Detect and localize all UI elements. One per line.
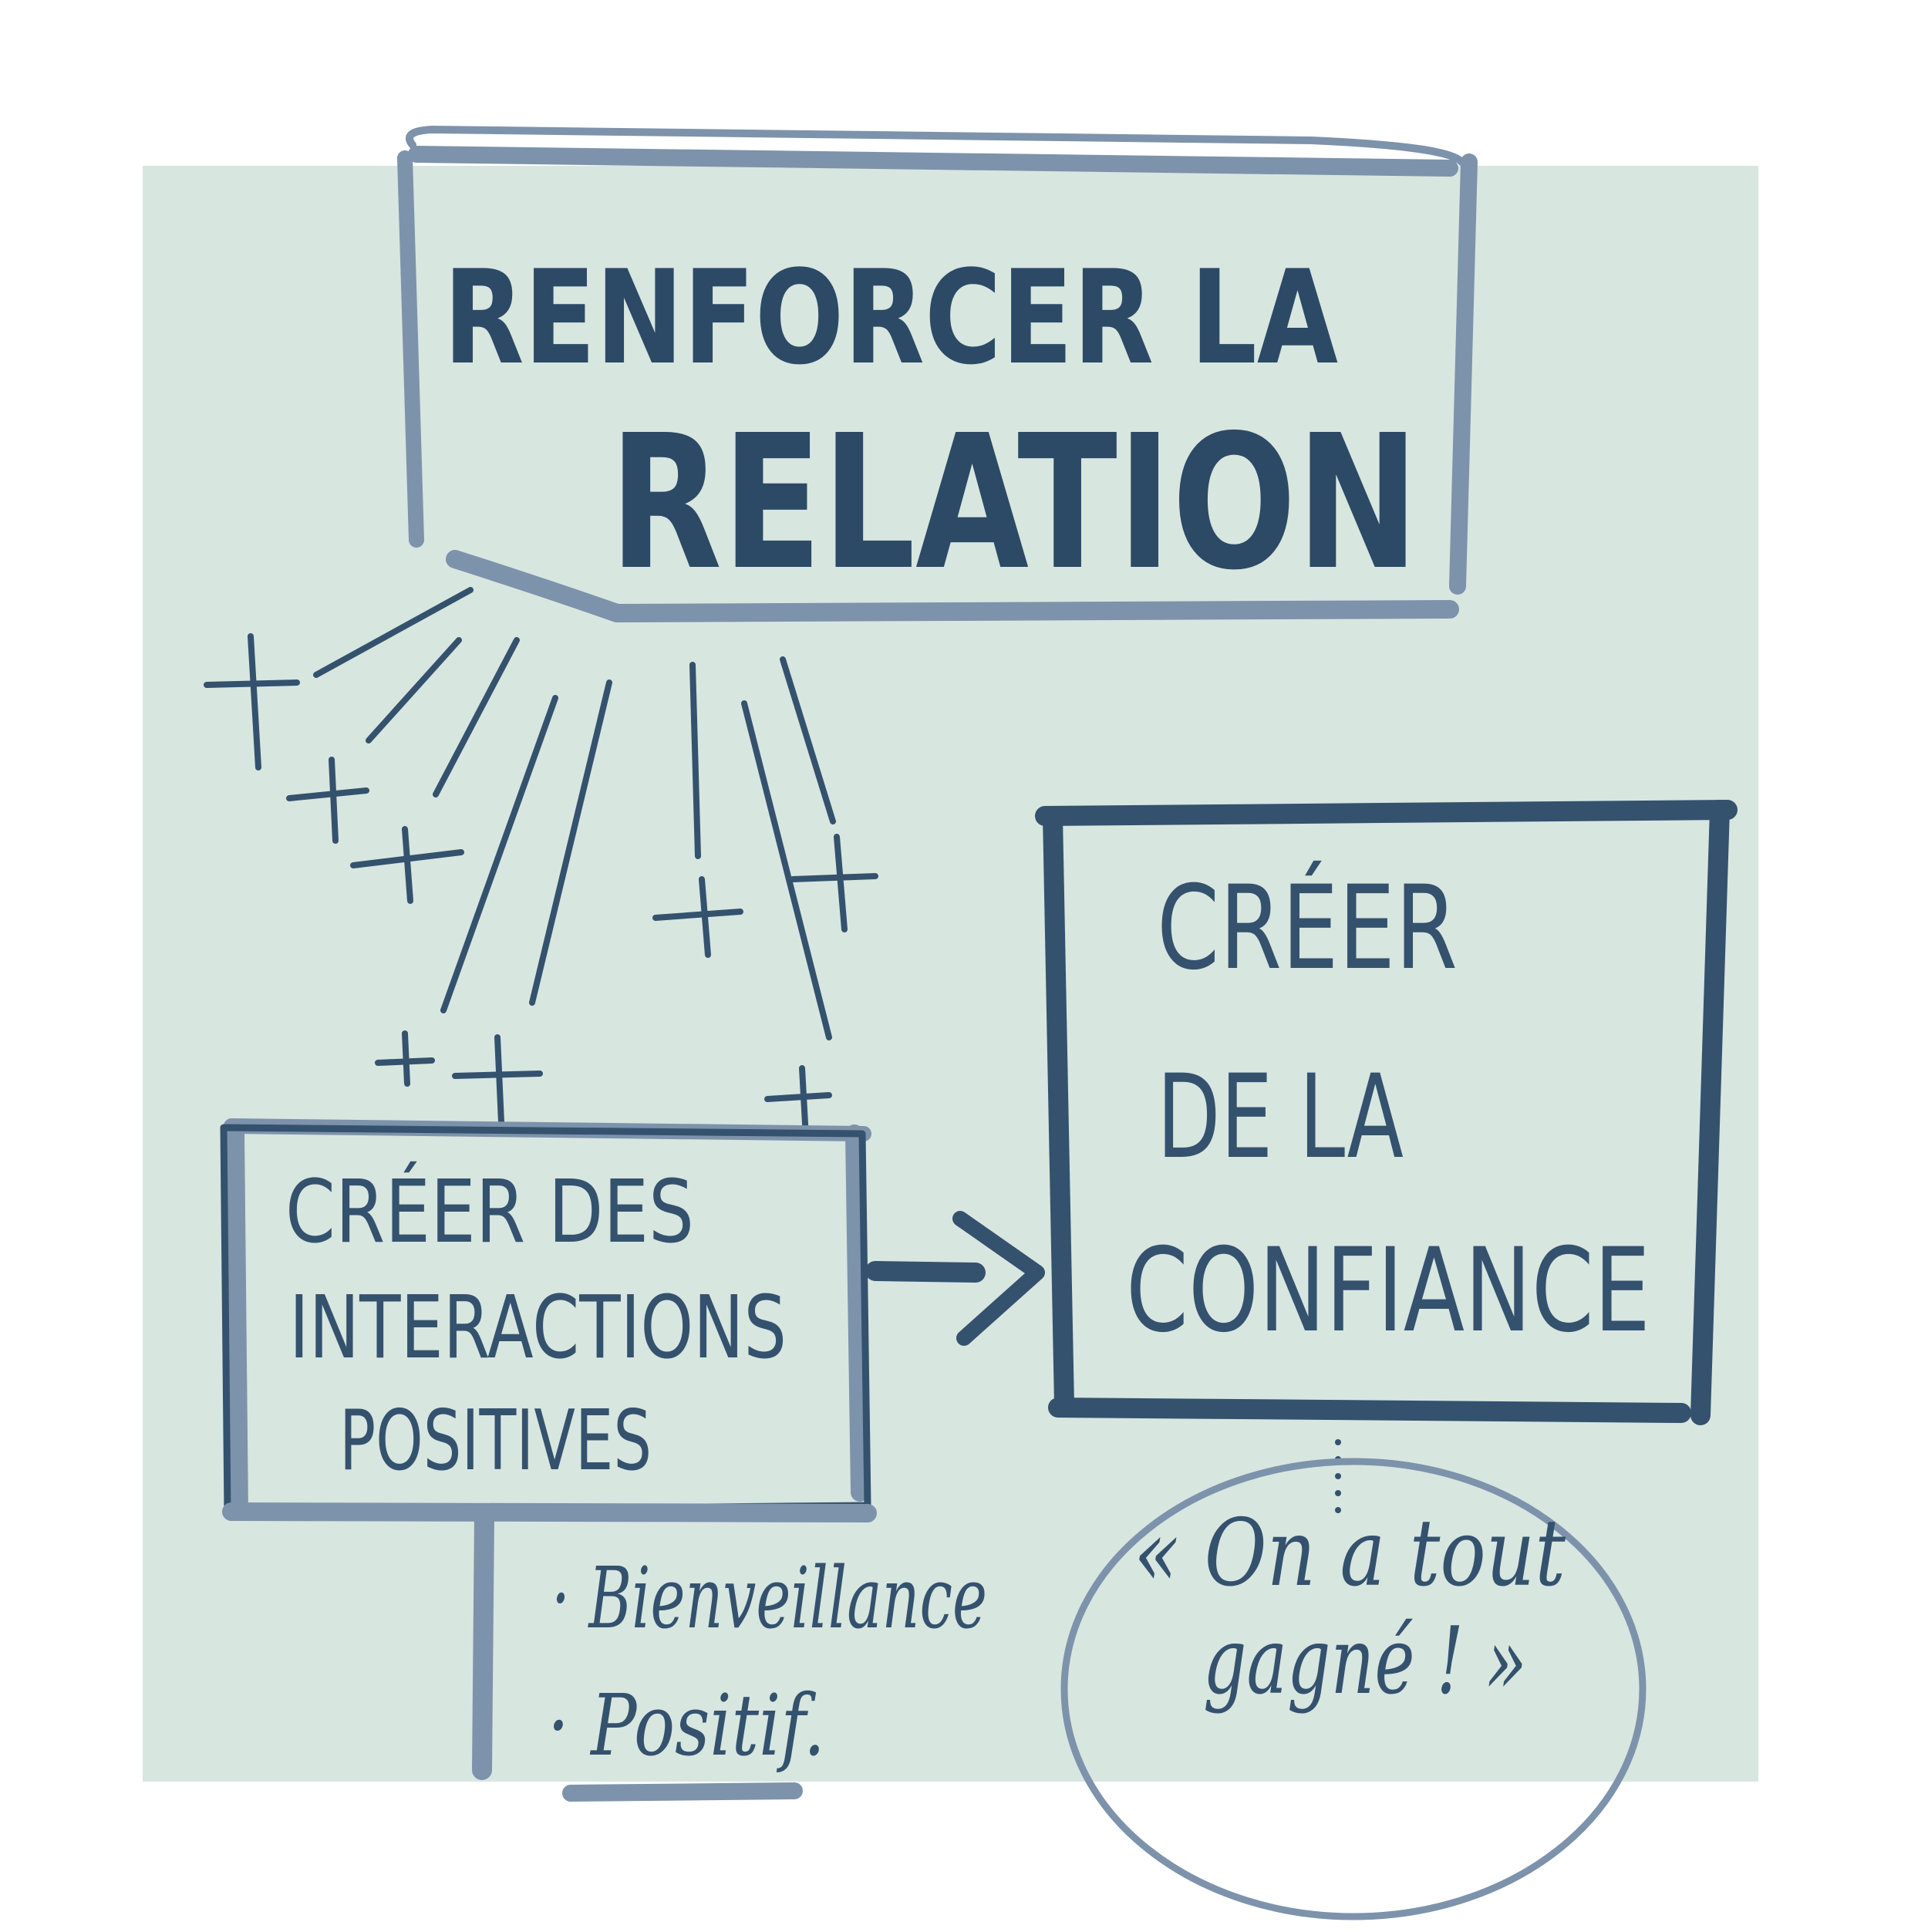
arrow-head [952,1211,1045,1346]
arrow-shaft [865,1261,986,1283]
interactions-line3: POSITIVES [339,1393,652,1489]
confiance-box-top [1035,800,1738,826]
list-item-1: · Bienveillance [551,1549,987,1647]
interactions-box [220,1118,877,1522]
quote-bubble [1060,1458,1647,1920]
list-stand-base [562,1782,803,1802]
list-stand [472,1505,803,1802]
main-box-top-shadow [408,146,1458,177]
list-item-2: · Positif. [548,1676,825,1775]
plus-4 [652,876,743,958]
ray-1 [313,587,474,678]
main-box [397,126,1478,622]
radiating-lines [313,587,836,1040]
bubble-line2: gagné ! » [1203,1608,1527,1715]
confiance-line2: DE LA [1157,1050,1404,1185]
plus-signs [204,633,878,1141]
confiance-line3: CONFIANCE [1126,1224,1650,1358]
plus-2 [286,757,369,844]
arrow-to-confiance [865,1211,1045,1346]
ray-3 [433,637,520,797]
confiance-box-right [1690,800,1730,1425]
ray-8 [780,656,836,824]
confiance-box-bottom [1048,1398,1691,1423]
interactions-box-shadow-left [226,1124,248,1521]
interactions-line2: INTERACTIONS [289,1278,787,1378]
bubble-line1: « On a tout [1134,1500,1566,1607]
interactions-line1: CRÉER DES [285,1161,694,1263]
main-box-line2: RELATION [609,395,1419,611]
list-stand-post [472,1505,494,1780]
interactions-box-shadow-bottom [222,1502,877,1522]
confiance-box [1035,800,1738,1425]
interactions-box-shadow-right [845,1124,869,1502]
plus-7 [452,1034,543,1125]
confiance-box-left [1043,806,1074,1415]
ray-6 [689,662,701,859]
plus-3 [350,826,464,904]
ray-4 [440,695,558,1013]
plus-5 [790,834,878,932]
plus-1 [204,633,300,770]
main-box-left-edge [397,150,424,548]
main-box-right-edge [1449,153,1478,595]
main-box-bottom-edge [446,550,1459,622]
ray-5 [529,679,612,1006]
main-box-line1: RENFORCER LA [443,242,1338,393]
confiance-line1: CRÉER [1157,861,1458,996]
plus-6 [375,1030,435,1087]
main-box-top-edge [406,126,1465,166]
ray-7 [741,700,832,1040]
ray-2 [366,637,462,743]
